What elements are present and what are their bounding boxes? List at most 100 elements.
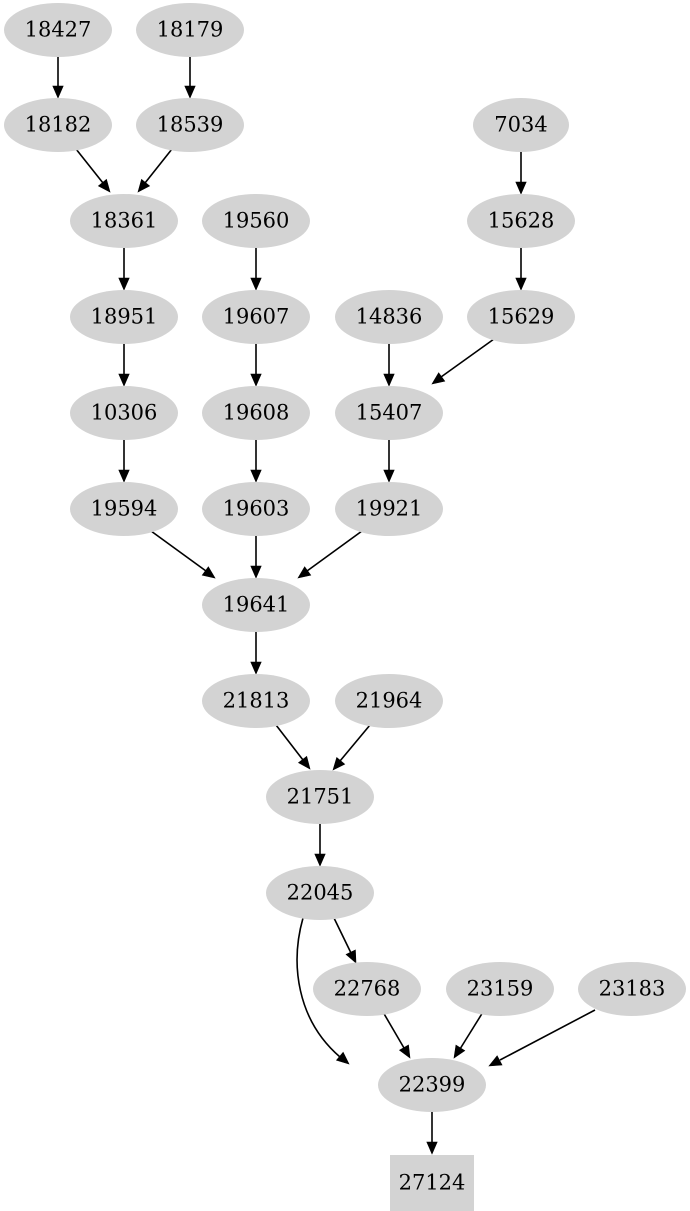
node-22045[interactable]: 22045 <box>266 866 374 920</box>
arrowhead-icon <box>314 853 326 867</box>
node-label: 15407 <box>356 401 423 425</box>
node-19608[interactable]: 19608 <box>202 386 310 440</box>
node-ellipse-shape[interactable] <box>335 674 443 728</box>
node-18182[interactable]: 18182 <box>4 98 112 152</box>
edges-layer <box>52 57 596 1155</box>
node-14836[interactable]: 14836 <box>335 290 443 344</box>
edge-line <box>333 917 352 954</box>
edge-18361-to-18951 <box>118 248 130 291</box>
node-ellipse-shape[interactable] <box>467 290 575 344</box>
arrowhead-icon <box>345 949 357 964</box>
node-label: 27124 <box>399 1171 466 1195</box>
edge-line <box>144 148 173 184</box>
node-label: 19603 <box>223 497 290 521</box>
node-ellipse-shape[interactable] <box>266 770 374 824</box>
node-18179[interactable]: 18179 <box>136 3 244 57</box>
node-19641[interactable]: 19641 <box>202 578 310 632</box>
node-ellipse-shape[interactable] <box>70 194 178 248</box>
node-ellipse-shape[interactable] <box>266 866 374 920</box>
node-label: 19560 <box>223 209 290 233</box>
node-ellipse-shape[interactable] <box>335 386 443 440</box>
node-ellipse-shape[interactable] <box>313 962 421 1016</box>
edge-22045-to-22399 <box>296 917 350 1065</box>
node-10306[interactable]: 10306 <box>70 386 178 440</box>
node-23159[interactable]: 23159 <box>446 962 554 1016</box>
node-15629[interactable]: 15629 <box>467 290 575 344</box>
node-label: 22399 <box>399 1073 466 1097</box>
node-ellipse-shape[interactable] <box>4 3 112 57</box>
node-ellipse-shape[interactable] <box>335 482 443 536</box>
node-ellipse-shape[interactable] <box>467 194 575 248</box>
edge-19603-to-19641 <box>250 536 262 579</box>
node-ellipse-shape[interactable] <box>136 3 244 57</box>
node-label: 15629 <box>488 305 555 329</box>
node-22768[interactable]: 22768 <box>313 962 421 1016</box>
node-label: 15628 <box>488 209 555 233</box>
node-ellipse-shape[interactable] <box>202 386 310 440</box>
arrowhead-icon <box>488 1055 503 1067</box>
node-label: 21751 <box>287 785 354 809</box>
node-label: 19921 <box>356 497 423 521</box>
arrowhead-icon <box>137 178 151 193</box>
node-ellipse-shape[interactable] <box>202 674 310 728</box>
edge-22045-to-22768 <box>333 917 357 964</box>
edge-line <box>150 530 207 572</box>
node-23183[interactable]: 23183 <box>578 962 686 1016</box>
node-label: 21964 <box>356 689 423 713</box>
node-ellipse-shape[interactable] <box>202 482 310 536</box>
edge-18539-to-18361 <box>137 148 173 193</box>
node-19594[interactable]: 19594 <box>70 482 178 536</box>
node-label: 10306 <box>91 401 158 425</box>
node-ellipse-shape[interactable] <box>70 482 178 536</box>
edge-line <box>275 724 304 761</box>
arrowhead-icon <box>184 85 196 99</box>
node-ellipse-shape[interactable] <box>473 98 569 152</box>
node-label: 23183 <box>599 977 666 1001</box>
node-7034[interactable]: 7034 <box>473 98 569 152</box>
node-15407[interactable]: 15407 <box>335 386 443 440</box>
arrowhead-icon <box>52 85 64 99</box>
node-19921[interactable]: 19921 <box>335 482 443 536</box>
node-19560[interactable]: 19560 <box>202 194 310 248</box>
arrowhead-icon <box>118 469 130 483</box>
node-ellipse-shape[interactable] <box>202 194 310 248</box>
edge-18182-to-18361 <box>75 148 111 193</box>
node-ellipse-shape[interactable] <box>578 962 686 1016</box>
node-18361[interactable]: 18361 <box>70 194 178 248</box>
node-ellipse-shape[interactable] <box>70 386 178 440</box>
node-ellipse-shape[interactable] <box>202 578 310 632</box>
edge-line <box>382 1011 405 1049</box>
node-ellipse-shape[interactable] <box>136 98 244 152</box>
node-ellipse-shape[interactable] <box>70 290 178 344</box>
edge-line <box>296 917 341 1058</box>
node-ellipse-shape[interactable] <box>202 290 310 344</box>
node-15628[interactable]: 15628 <box>467 194 575 248</box>
node-label: 18179 <box>157 18 224 42</box>
node-18427[interactable]: 18427 <box>4 3 112 57</box>
node-box-shape[interactable] <box>390 1155 474 1211</box>
node-21813[interactable]: 21813 <box>202 674 310 728</box>
node-label: 19607 <box>223 305 290 329</box>
arrowhead-icon <box>398 1044 411 1059</box>
node-21751[interactable]: 21751 <box>266 770 374 824</box>
node-ellipse-shape[interactable] <box>4 98 112 152</box>
node-22399[interactable]: 22399 <box>378 1058 486 1112</box>
arrowhead-icon <box>118 373 130 387</box>
node-ellipse-shape[interactable] <box>335 290 443 344</box>
node-19607[interactable]: 19607 <box>202 290 310 344</box>
edge-21813-to-21751 <box>275 724 311 770</box>
arrowhead-icon <box>332 756 346 771</box>
node-ellipse-shape[interactable] <box>378 1058 486 1112</box>
node-18539[interactable]: 18539 <box>136 98 244 152</box>
node-21964[interactable]: 21964 <box>335 674 443 728</box>
edge-19607-to-19608 <box>250 344 262 387</box>
node-27124[interactable]: 27124 <box>390 1155 474 1211</box>
edge-line <box>75 148 104 184</box>
arrowhead-icon <box>118 277 130 291</box>
arrowhead-icon <box>97 178 111 193</box>
node-ellipse-shape[interactable] <box>446 962 554 1016</box>
node-19603[interactable]: 19603 <box>202 482 310 536</box>
edge-15628-to-15629 <box>515 248 527 291</box>
node-18951[interactable]: 18951 <box>70 290 178 344</box>
